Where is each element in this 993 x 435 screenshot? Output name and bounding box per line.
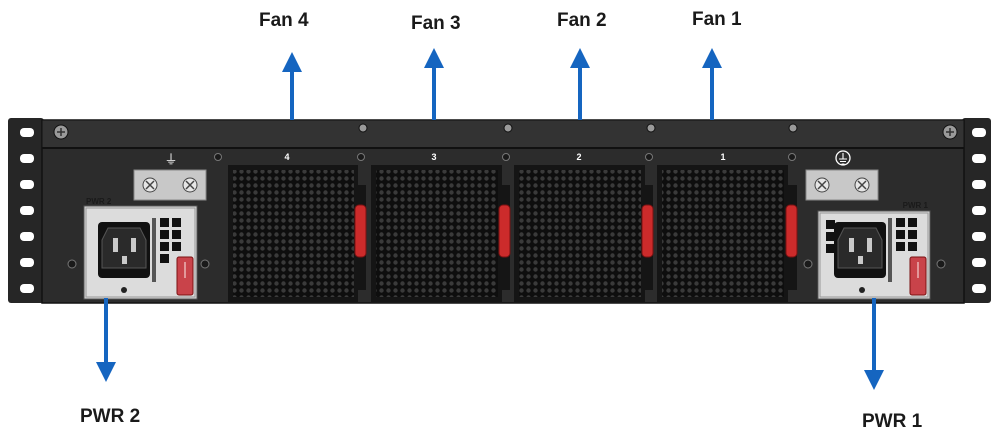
fan4-callout-label: Fan 4 [259,10,309,31]
psu-screw [67,259,77,269]
fan-handle[interactable] [785,204,798,258]
ac-inlet-icon [98,222,150,278]
cover-screws [53,123,958,140]
right-rack-ear [962,118,991,303]
psu-vent [826,220,835,253]
psu-vent [160,218,181,263]
fan-module-3[interactable] [371,165,511,302]
fan1-callout-label: Fan 1 [692,9,742,30]
ground-terminal-left [133,169,207,201]
fan-slot-label: 1 [720,152,725,162]
pwr1-callout-label: PWR 1 [862,411,923,432]
ground-icon: ⏚ [164,153,177,168]
fan-slot-label: 4 [284,152,289,162]
fan-slot-label: 3 [431,152,436,162]
psu-label: PWR 2 [86,197,112,206]
fan-handle[interactable] [498,204,511,258]
fan-handle[interactable] [354,204,367,258]
fan-module-2[interactable] [514,165,654,302]
psu-screw [936,259,946,269]
psu-vent [896,218,917,251]
fan-row-screws [214,153,796,161]
ac-inlet-icon [834,222,886,278]
psu-screw [803,259,813,269]
pwr2-callout-label: PWR 2 [80,406,141,427]
fan3-callout-label: Fan 3 [411,13,461,34]
psu-screw [200,259,210,269]
psu-pwr1[interactable] [817,210,931,300]
fan-module-4[interactable] [228,165,367,302]
fan-handle[interactable] [641,204,654,258]
fan-module-1[interactable] [657,165,798,302]
ground-icon [835,150,851,166]
fan-slot-label: 2 [576,152,581,162]
psu-label: PWR 1 [903,201,929,210]
fan2-callout-label: Fan 2 [557,10,607,31]
top-cover [41,119,965,149]
ground-terminal-right [805,169,879,201]
left-rack-ear [8,118,44,303]
psu-pwr2[interactable] [83,205,198,300]
